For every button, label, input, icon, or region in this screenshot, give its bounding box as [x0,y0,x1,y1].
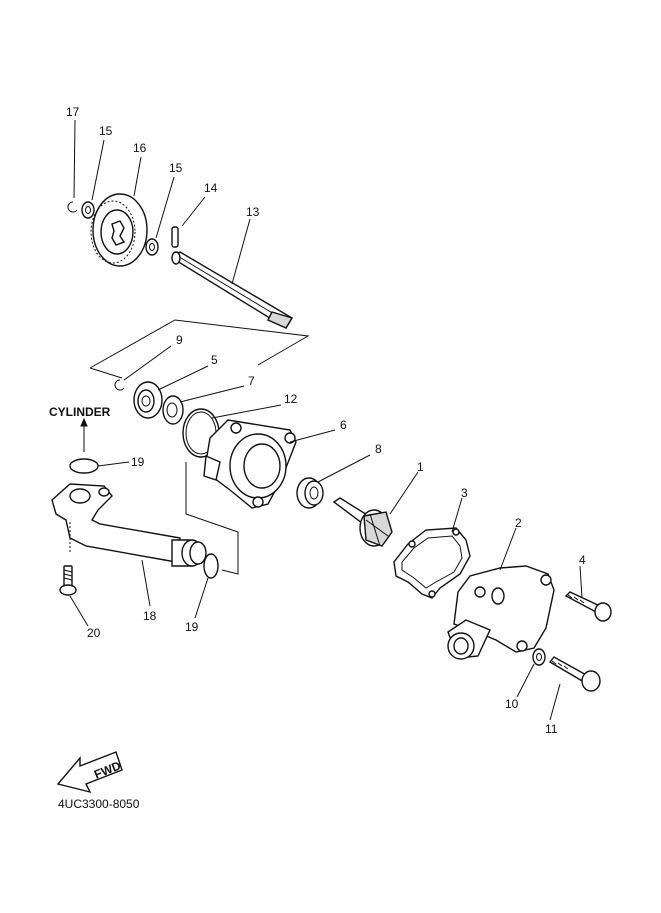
part-19-o-ring-top [69,458,99,474]
callout-labels: 17 15 16 15 14 13 9 5 7 12 6 8 1 3 2 4 1… [49,105,586,736]
part-18-pipe [51,483,207,567]
part-11-bolt [548,656,601,692]
callout-6: 6 [340,418,347,432]
part-8-seal [296,477,324,509]
callout-8: 8 [375,442,382,456]
part-2-pump-cover [447,565,555,660]
callout-7: 7 [248,374,255,388]
callout-20: 20 [87,626,101,640]
part-16-gear [90,193,148,267]
callout-16: 16 [133,141,147,155]
part-20-bolt [59,565,77,596]
part-15-washer-right [145,238,159,256]
callout-4: 4 [579,553,586,567]
callout-1: 1 [417,460,424,474]
callout-19-bottom: 19 [185,620,199,634]
bracket-pipe-link [69,462,239,575]
callout-19-top: 19 [131,455,145,469]
fwd-arrow-icon: FWD [56,751,123,794]
bracket-bearing-group [89,319,310,379]
callout-11: 11 [545,722,558,736]
part-9-circlip [114,379,125,391]
part-5-bearing [133,381,163,419]
callout-5: 5 [211,353,218,367]
part-1-impeller [332,497,393,547]
callout-17: 17 [66,105,80,119]
part-10-washer [532,648,546,666]
callout-12: 12 [284,392,298,406]
callout-15-right: 15 [169,161,183,175]
callout-14: 14 [204,181,218,195]
part-14-pin [171,226,179,248]
callout-10: 10 [505,697,519,711]
part-3-gasket [393,527,471,599]
callout-15-left: 15 [99,124,113,138]
leader-lines [69,119,583,721]
part-15-washer-left [81,201,95,219]
part-17-circlip [67,201,78,213]
callout-3: 3 [461,486,468,500]
part-19-o-ring-bottom [203,553,219,579]
callout-2: 2 [515,516,522,530]
part-7-seal [162,395,184,425]
cylinder-label: CYLINDER [49,405,111,419]
callout-18: 18 [143,609,157,623]
part-4-bolt [564,591,612,622]
callout-13: 13 [246,205,260,219]
diagram-code: 4UC3300-8050 [58,797,140,811]
part-13-shaft [170,251,294,329]
cylinder-arrow [80,417,88,452]
callout-9: 9 [176,333,183,347]
part-6-pump-housing [203,419,297,509]
